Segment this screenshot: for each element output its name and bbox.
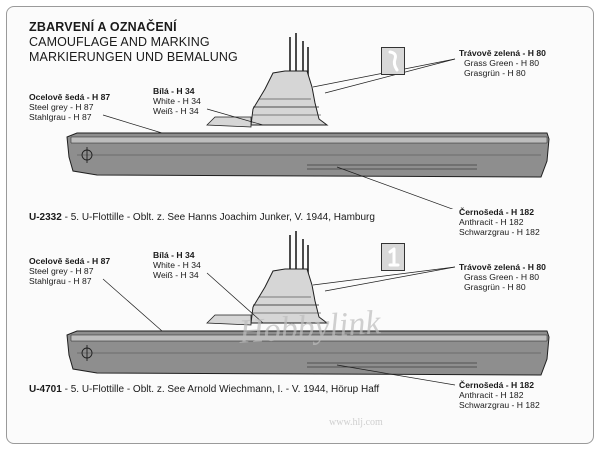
label-steel-grey-cz: Ocelově šedá - H 87 <box>29 256 111 266</box>
boat-details: - 5. U-Flottille - Oblt. z. See Hanns Jo… <box>61 212 375 223</box>
label-grass-green-cz: Trávově zelená - H 80 <box>459 48 546 58</box>
label-steel-grey-de: Stahlgrau - H 87 <box>29 276 92 286</box>
boat-id: U-2332 <box>29 212 62 223</box>
label-black-grey-de: Schwarzgrau - H 182 <box>459 400 540 410</box>
boat-details: - 5. U-Flottille - Oblt. z. See Arnold W… <box>61 384 380 395</box>
label-black-grey-cz: Černošedá - H 182 <box>459 207 534 217</box>
submarine-profile-u4701 <box>66 231 550 386</box>
label-steel-grey-en: Steel grey - H 87 <box>29 266 94 276</box>
label-white-en: White - H 34 <box>153 260 201 270</box>
caption-u4701: U-4701 - 5. U-Flottille - Oblt. z. See A… <box>29 385 379 395</box>
label-white-de: Weiß - H 34 <box>153 106 199 116</box>
label-grass-green-de: Grasgrün - H 80 <box>464 282 526 292</box>
label-grass-green-en: Grass Green - H 80 <box>464 272 539 282</box>
emblem-badge-u4701 <box>381 243 405 271</box>
marking-sheet: ZBARVENÍ A OZNAČENÍ CAMOUFLAGE AND MARKI… <box>6 6 594 444</box>
label-white-cz: Bílá - H 34 <box>153 250 195 260</box>
label-black-grey-cz: Černošedá - H 182 <box>459 380 534 390</box>
label-black-grey-en: Anthracit - H 182 <box>459 217 524 227</box>
label-steel-grey-cz: Ocelově šedá - H 87 <box>29 92 111 102</box>
label-grass-green-en: Grass Green - H 80 <box>464 58 539 68</box>
label-white-de: Weiß - H 34 <box>153 270 199 280</box>
label-white-cz: Bílá - H 34 <box>153 86 195 96</box>
label-steel-grey-en: Steel grey - H 87 <box>29 102 94 112</box>
numeral-one-icon <box>388 247 400 267</box>
title-german: MARKIERUNGEN UND BEMALUNG <box>29 50 238 64</box>
boat-id: U-4701 <box>29 384 62 395</box>
label-black-grey-de: Schwarzgrau - H 182 <box>459 227 540 237</box>
label-white-en: White - H 34 <box>153 96 201 106</box>
label-black-grey-en: Anthracit - H 182 <box>459 390 524 400</box>
title-english: CAMOUFLAGE AND MARKING <box>29 35 210 49</box>
watermark-site: www.hlj.com <box>329 417 383 428</box>
label-grass-green-cz: Trávově zelená - H 80 <box>459 262 546 272</box>
label-grass-green-de: Grasgrün - H 80 <box>464 68 526 78</box>
submarine-profile-u2332 <box>66 33 550 209</box>
title-czech: ZBARVENÍ A OZNAČENÍ <box>29 20 177 34</box>
swan-neck-icon <box>388 50 399 72</box>
label-steel-grey-de: Stahlgrau - H 87 <box>29 112 92 122</box>
caption-u2332: U-2332 - 5. U-Flottille - Oblt. z. See H… <box>29 213 375 223</box>
emblem-badge-u2332 <box>381 47 405 75</box>
